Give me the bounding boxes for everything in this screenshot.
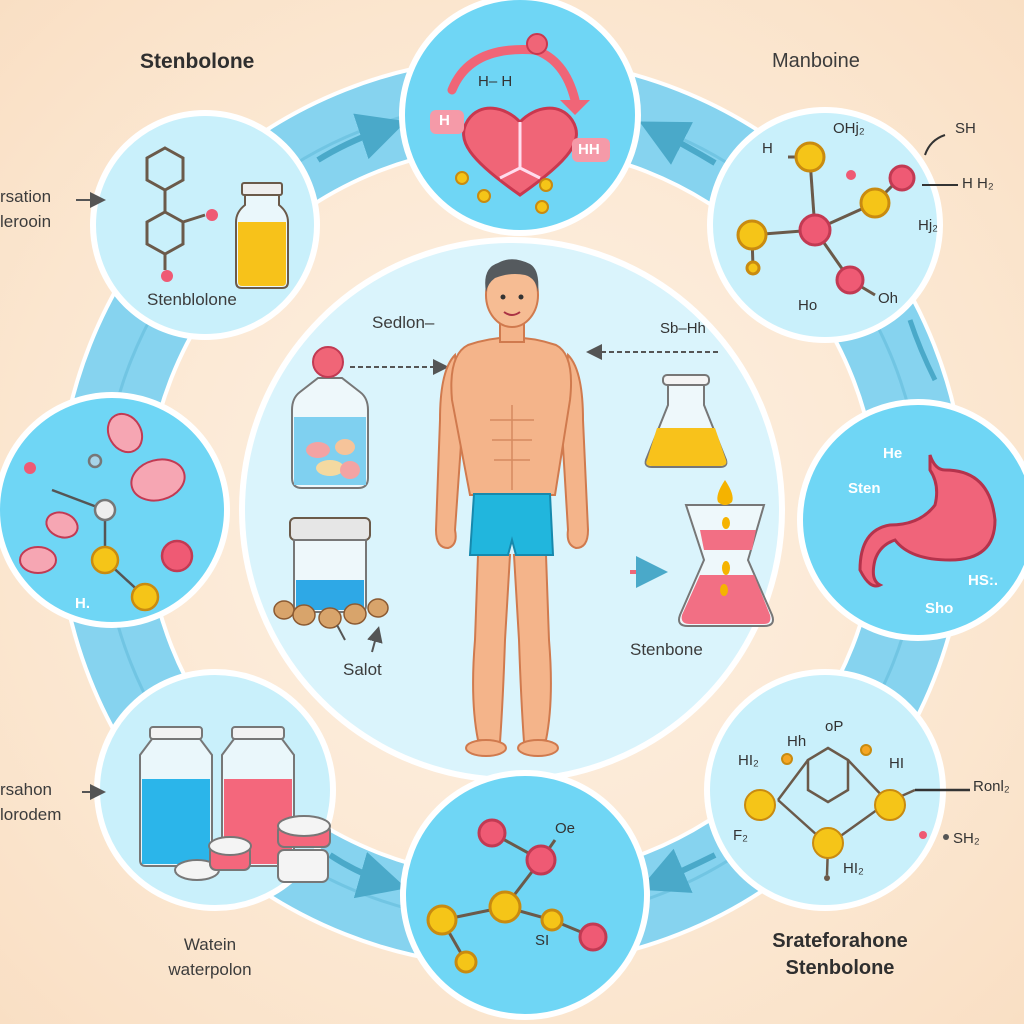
atom-label: Oe xyxy=(555,820,576,837)
stomach-label: Sten xyxy=(848,480,881,497)
node-caption-line1: Watein xyxy=(183,935,237,954)
ring-arrow-right xyxy=(907,319,938,382)
node-title-manboine: Manboine xyxy=(772,50,860,72)
node-right xyxy=(797,399,1024,641)
atom-label: H. xyxy=(75,595,90,612)
side-label-line2: lerooin xyxy=(0,212,52,231)
pointer-arrow xyxy=(336,624,346,641)
pill-bottle-icon xyxy=(291,346,369,489)
oxygen-atom-icon xyxy=(161,270,173,282)
pink-beaker-icon xyxy=(678,480,774,627)
atom-label: Ho xyxy=(798,297,818,314)
h-badge-right xyxy=(572,138,610,162)
atom-label: H xyxy=(762,140,773,157)
atom-label: H H₂ xyxy=(962,175,994,192)
molecule-icon xyxy=(24,453,194,612)
center-label-bottom-right: Stenbone xyxy=(630,640,703,659)
ring-arrow-bottomleft xyxy=(328,852,407,899)
node-title-line2: Stenbolone xyxy=(785,957,895,979)
node-caption: Stenblolone xyxy=(147,290,237,309)
atom-label: HI xyxy=(889,755,904,772)
node-bottom-right xyxy=(704,669,946,911)
man-figure xyxy=(434,259,590,757)
atom-label: OHj₂ xyxy=(833,120,865,137)
arrow-head-icon xyxy=(560,100,590,115)
atom-label: Hh xyxy=(787,733,807,750)
nut-jar-icon xyxy=(273,517,389,629)
node-title-line1: Srateforahone xyxy=(772,930,908,952)
stomach-label: He xyxy=(883,445,903,462)
center-label-bottom-left: Salot xyxy=(343,660,382,679)
atom-label: Oh xyxy=(878,290,899,307)
h-badge-right-label: HH xyxy=(578,141,600,158)
atom-label: HI₂ xyxy=(738,752,759,769)
side-label-line1: rsation xyxy=(0,187,52,206)
ring-arrow-topright xyxy=(639,121,717,166)
atom-label: SI xyxy=(535,932,550,949)
yellow-flask-icon xyxy=(644,374,728,468)
h-badge-left xyxy=(430,110,464,134)
center-label-top-right: Sb–Hh xyxy=(660,320,706,337)
ring-arrow-topleft xyxy=(316,113,407,163)
molecule-icon xyxy=(426,818,608,974)
atom-label: Ronl₂ xyxy=(973,778,1010,795)
node-caption-line2: waterpolon xyxy=(168,960,252,979)
oxygen-atom-icon xyxy=(206,209,218,221)
tablets-icon xyxy=(174,815,331,883)
stomach-icon xyxy=(858,454,997,588)
stomach-label: HS:. xyxy=(968,572,998,589)
atom-label: SH xyxy=(955,120,976,137)
atom-label: oP xyxy=(825,718,844,735)
benzene-molecule-icon xyxy=(145,146,206,270)
yellow-vial-icon xyxy=(235,182,289,289)
atom-icon xyxy=(526,33,548,55)
atoms xyxy=(744,744,949,881)
side-label-line2: lorodem xyxy=(0,805,62,824)
stomach-label: Sho xyxy=(925,600,954,617)
node-bottom xyxy=(400,770,650,1020)
heart-label: H– H xyxy=(478,73,513,90)
node-title-stenbolone: Stenbolone xyxy=(140,50,255,73)
pointer-arrow xyxy=(367,626,383,653)
pills-icon xyxy=(19,412,186,574)
atom-label: HI₂ xyxy=(843,860,864,877)
atom-label: F₂ xyxy=(733,827,748,844)
atom-dots xyxy=(455,171,553,214)
atom-label: SH₂ xyxy=(953,830,980,847)
atom-label: Hj₂ xyxy=(918,217,938,234)
ring-arrow-bottomright xyxy=(638,848,717,893)
blue-bottle-icon xyxy=(139,726,213,867)
h-badge-left-label: H xyxy=(439,112,450,129)
side-label-line1: rsahon xyxy=(0,780,52,799)
pointer-line xyxy=(924,134,946,156)
center-label-top-left: Sedlon– xyxy=(372,313,435,332)
molecule-icon xyxy=(736,141,916,297)
